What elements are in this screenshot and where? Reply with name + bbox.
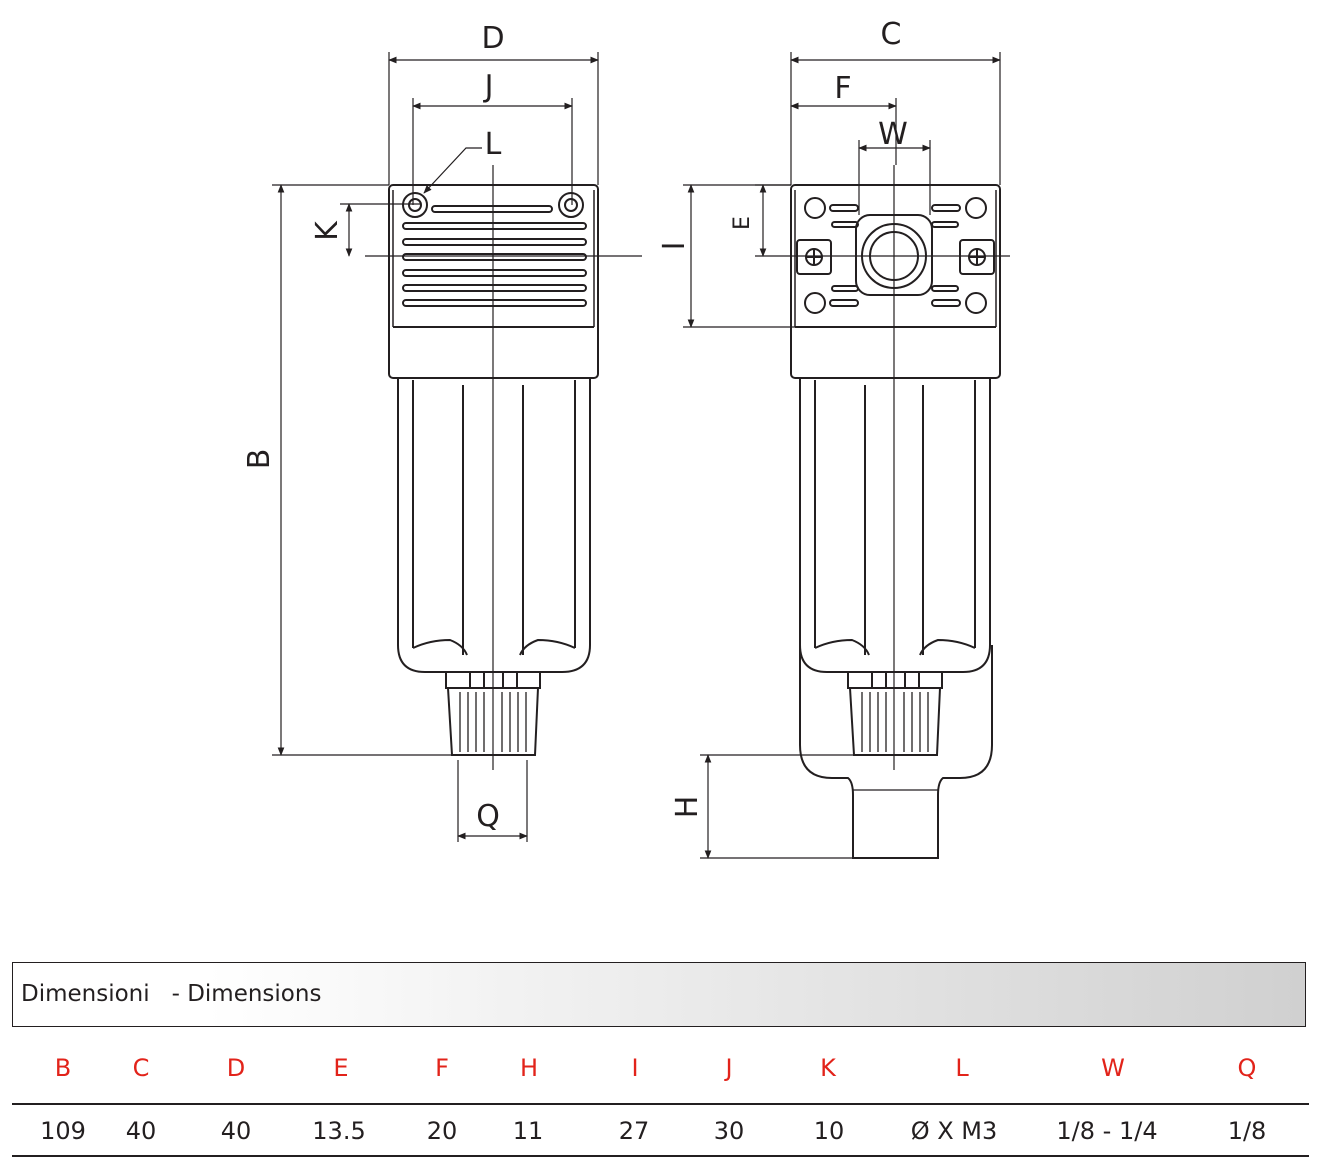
table-divider — [12, 1103, 1309, 1105]
label-K: K — [310, 220, 345, 241]
label-H: H — [670, 796, 705, 819]
dimensions-table-header: Dimensioni - Dimensions — [12, 962, 1306, 1027]
front-view — [388, 184, 599, 756]
header-cell: I — [631, 1054, 639, 1082]
value-cell: 40 — [220, 1117, 252, 1145]
label-E: E — [730, 216, 755, 230]
table-bottom-rule — [12, 1155, 1309, 1157]
table-row: 109 40 40 13.5 20 11 27 30 10 Ø X M3 1/8… — [12, 1100, 1309, 1160]
label-I: I — [657, 242, 692, 251]
dimensions-table: B C D E F H I J K L W Q 109 40 40 13.5 2… — [12, 1040, 1309, 1160]
header-cell: L — [955, 1054, 969, 1082]
label-D: D — [481, 21, 504, 56]
header-cell: J — [725, 1054, 733, 1082]
table-header-row: B C D E F H I J K L W Q — [12, 1040, 1309, 1100]
side-view-dimension-lines — [683, 52, 1010, 859]
label-B: B — [242, 449, 277, 470]
label-Q: Q — [476, 799, 500, 834]
value-cell: 10 — [813, 1117, 845, 1145]
label-L: L — [485, 127, 502, 162]
value-cell: 40 — [125, 1117, 157, 1145]
value-cell: 1/8 — [1227, 1117, 1267, 1145]
header-cell: C — [132, 1054, 150, 1082]
technical-drawing: D J L K B Q C F W E I H — [242, 17, 1010, 859]
value-cell: 11 — [512, 1117, 544, 1145]
label-F: F — [834, 71, 851, 106]
label-J: J — [483, 69, 494, 104]
dimensions-table-title: Dimensioni - Dimensions — [21, 981, 322, 1007]
value-cell: 1/8 - 1/4 — [1056, 1117, 1158, 1145]
value-cell: 109 — [40, 1117, 86, 1145]
value-cell: Ø X M3 — [910, 1117, 998, 1145]
value-cell: 20 — [426, 1117, 458, 1145]
header-cell: H — [519, 1054, 539, 1082]
dimension-labels: D J L K B Q C F W E I H — [242, 17, 908, 834]
header-cell: Q — [1237, 1054, 1257, 1082]
front-view-dimension-lines — [272, 52, 642, 842]
header-cell: K — [820, 1054, 836, 1082]
header-cell: D — [226, 1054, 246, 1082]
header-cell: E — [333, 1054, 349, 1082]
side-view — [790, 184, 1001, 859]
label-C: C — [881, 17, 902, 52]
header-cell: F — [435, 1054, 449, 1082]
header-cell: W — [1101, 1054, 1125, 1082]
value-cell: 30 — [713, 1117, 745, 1145]
label-W: W — [878, 117, 908, 152]
header-cell: B — [54, 1054, 72, 1082]
value-cell: 27 — [618, 1117, 650, 1145]
value-cell: 13.5 — [312, 1117, 366, 1145]
